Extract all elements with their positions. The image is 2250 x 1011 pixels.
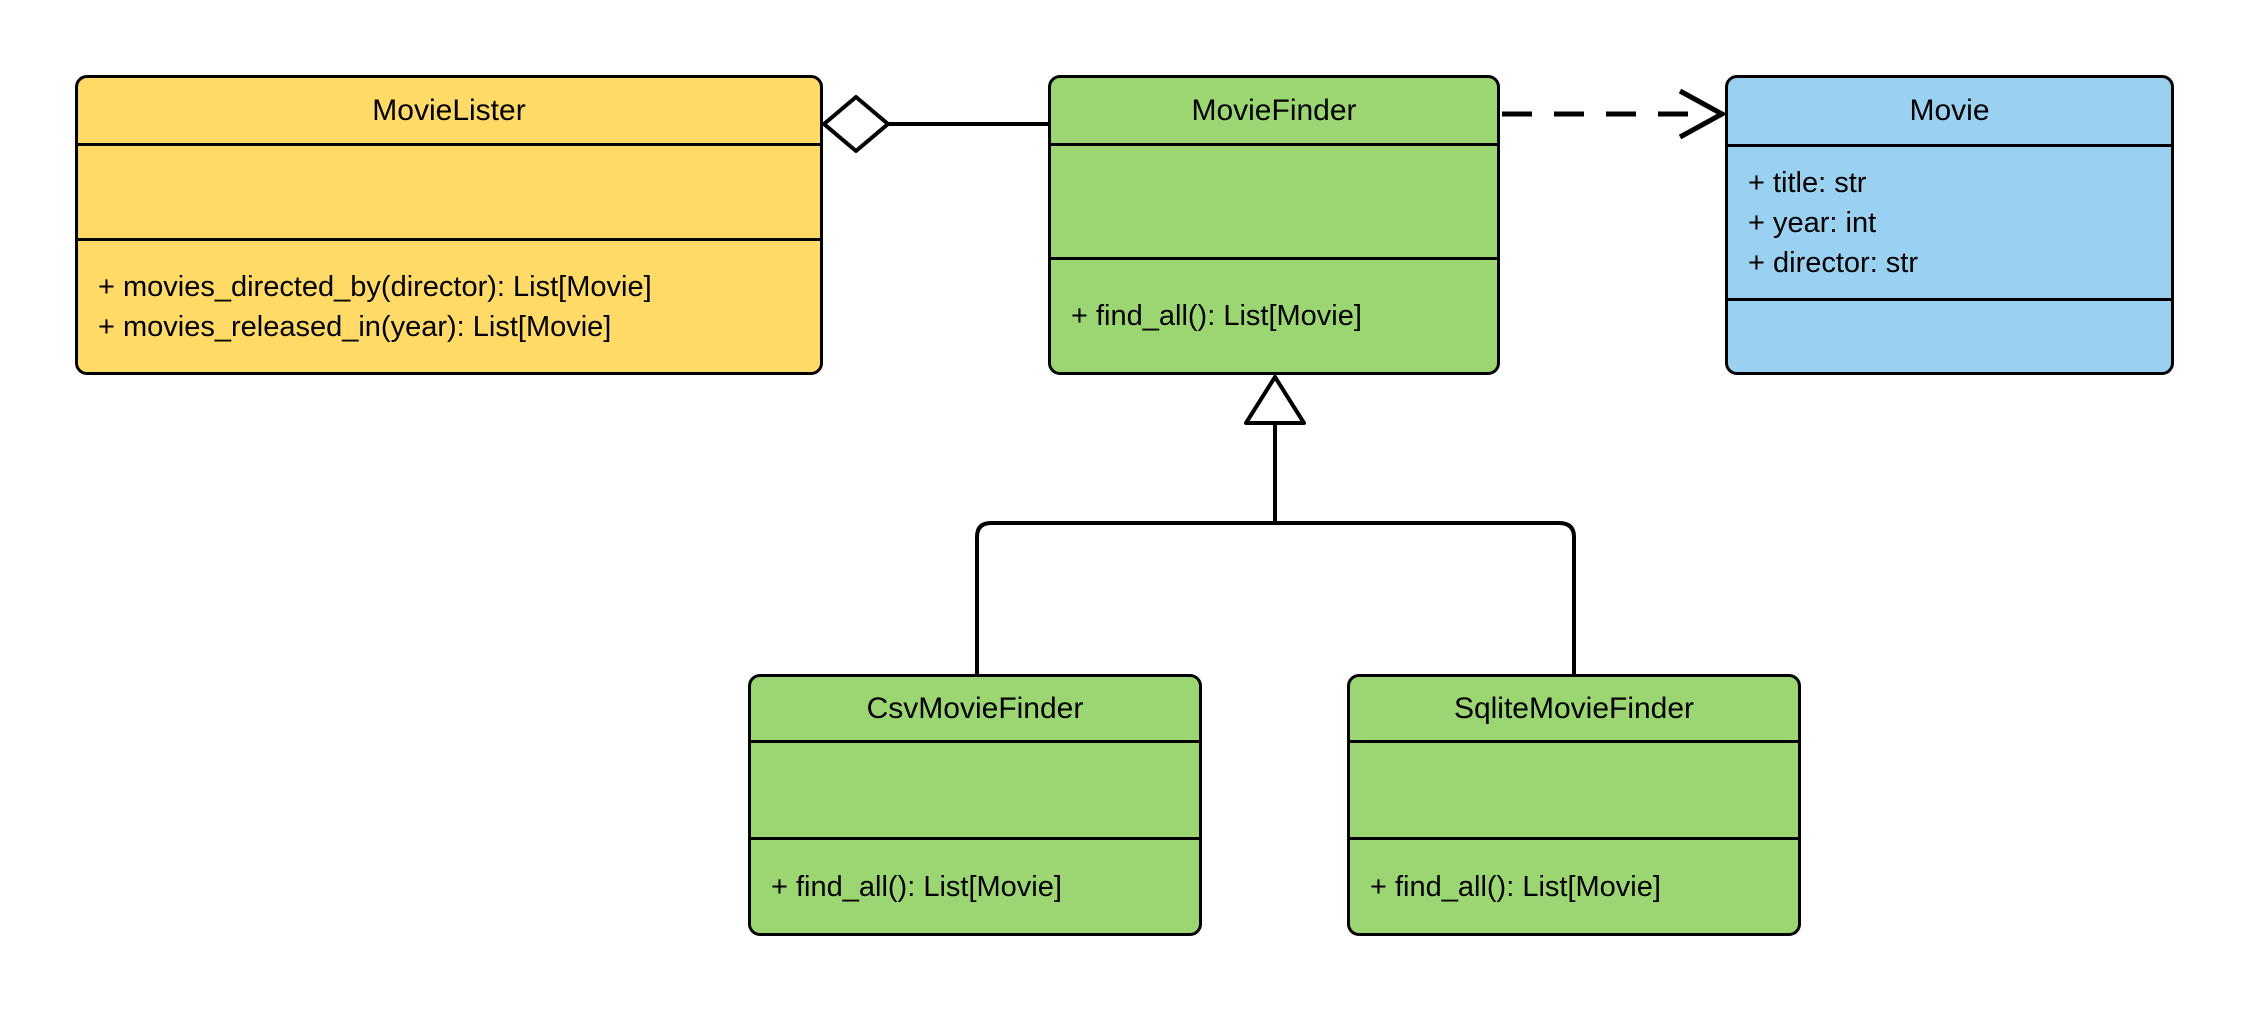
class-title: MovieFinder	[1051, 78, 1497, 146]
attribute-item: + year: int	[1748, 206, 1877, 239]
class-title: MovieLister	[78, 78, 820, 146]
methods-section	[1728, 301, 2171, 372]
class-movielister[interactable]: MovieLister + movies_directed_by(directo…	[75, 75, 823, 375]
method-item: + find_all(): List[Movie]	[1071, 300, 1362, 332]
class-sqlitemoviefinder[interactable]: SqliteMovieFinder + find_all(): List[Mov…	[1347, 674, 1801, 936]
attributes-section	[1350, 743, 1798, 840]
class-title: SqliteMovieFinder	[1350, 677, 1798, 743]
class-movie[interactable]: Movie + title: str + year: int + directo…	[1725, 75, 2174, 375]
class-moviefinder[interactable]: MovieFinder + find_all(): List[Movie]	[1048, 75, 1500, 375]
dependency-connector[interactable]	[1502, 88, 1728, 140]
attributes-section: + title: str + year: int + director: str	[1728, 147, 2171, 301]
attribute-item: + title: str	[1748, 166, 1867, 199]
method-item: + movies_released_in(year): List[Movie]	[98, 310, 612, 343]
methods-section: + find_all(): List[Movie]	[1350, 840, 1798, 933]
attribute-item: + director: str	[1748, 246, 1919, 279]
inheritance-connector[interactable]	[975, 375, 1576, 674]
aggregation-diamond-icon	[822, 95, 890, 153]
aggregation-connector[interactable]	[822, 95, 1048, 153]
dependency-open-arrow-icon	[1678, 88, 1728, 140]
attributes-section	[751, 743, 1199, 840]
methods-section: + find_all(): List[Movie]	[1051, 260, 1497, 372]
method-item: + find_all(): List[Movie]	[1370, 870, 1661, 903]
attributes-section	[1051, 146, 1497, 260]
methods-section: + find_all(): List[Movie]	[751, 840, 1199, 933]
attributes-section	[78, 146, 820, 241]
method-item: + movies_directed_by(director): List[Mov…	[98, 270, 652, 303]
class-csvmoviefinder[interactable]: CsvMovieFinder + find_all(): List[Movie]	[748, 674, 1202, 936]
inheritance-triangle-icon	[1244, 375, 1306, 425]
class-title: CsvMovieFinder	[751, 677, 1199, 743]
methods-section: + movies_directed_by(director): List[Mov…	[78, 241, 820, 372]
method-item: + find_all(): List[Movie]	[771, 870, 1062, 903]
class-title: Movie	[1728, 78, 2171, 147]
